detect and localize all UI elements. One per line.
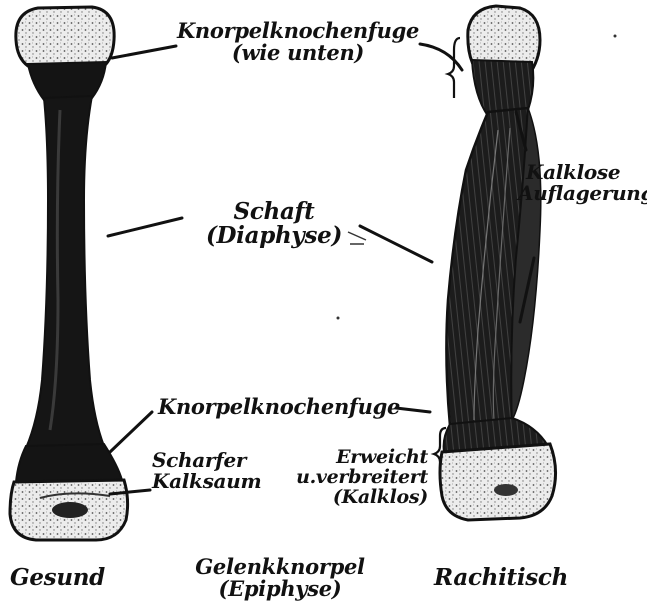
label-calcless-deposit-line1: Kalklose <box>518 162 644 183</box>
leader-bottom-junction <box>396 408 430 412</box>
healthy-bottom-spot <box>52 502 88 518</box>
brace-top-right <box>448 38 460 98</box>
label-healthy-text: Gesund <box>10 566 150 590</box>
label-joint-cartilage: Gelenkknorpel (Epiphyse) <box>180 556 380 600</box>
healthy-shaft <box>26 96 104 448</box>
label-rachitic: Rachitisch <box>434 566 594 590</box>
label-shaft-line1: Schaft <box>194 200 354 224</box>
label-sharp-lime-seam-line2: Kalksaum <box>152 471 282 492</box>
label-calcless-deposit: Kalklose Auflagerung <box>518 162 644 204</box>
label-softened: Erweicht u.verbreitert (Kalklos) <box>292 448 428 508</box>
label-bottom-junction-text: Knorpelknochenfuge <box>158 396 398 418</box>
leader-bottom-junction-left <box>110 412 152 452</box>
healthy-top-cartilage <box>16 7 114 66</box>
leader-top-junction-left <box>112 46 176 58</box>
healthy-bone <box>10 7 128 540</box>
label-softened-line3: (Kalklos) <box>292 488 428 508</box>
label-sharp-lime-seam-line1: Scharfer <box>152 450 282 471</box>
label-calcless-deposit-line2: Auflagerung <box>518 183 644 204</box>
rachitic-bottom-spot <box>494 484 518 496</box>
leader-shaft-right <box>360 226 432 262</box>
label-shaft-line2: (Diaphyse) <box>194 224 354 248</box>
label-softened-line2: u.verbreitert <box>292 468 428 488</box>
rachitic-bone <box>440 6 556 520</box>
leader-shaft-left <box>108 218 182 236</box>
healthy-bottom-metaphysis <box>16 444 122 482</box>
label-rachitic-text: Rachitisch <box>434 566 594 590</box>
label-top-junction-line1: Knorpelknochenfuge <box>176 20 420 42</box>
label-joint-cartilage-line2: (Epiphyse) <box>180 578 380 600</box>
label-bottom-junction: Knorpelknochenfuge <box>158 396 398 418</box>
speck-1 <box>337 317 340 320</box>
label-top-junction-line2: (wie unten) <box>176 42 420 64</box>
speck-2 <box>614 35 617 38</box>
healthy-top-metaphysis <box>28 62 106 100</box>
label-joint-cartilage-line1: Gelenkknorpel <box>180 556 380 578</box>
label-healthy: Gesund <box>10 566 150 590</box>
rachitic-bottom-cartilage <box>440 444 556 520</box>
label-shaft: Schaft (Diaphyse) <box>194 200 354 248</box>
label-top-junction: Knorpelknochenfuge (wie unten) <box>176 20 420 64</box>
leader-top-junction-right <box>420 44 462 70</box>
label-sharp-lime-seam: Scharfer Kalksaum <box>152 450 282 492</box>
label-softened-line1: Erweicht <box>292 448 428 468</box>
